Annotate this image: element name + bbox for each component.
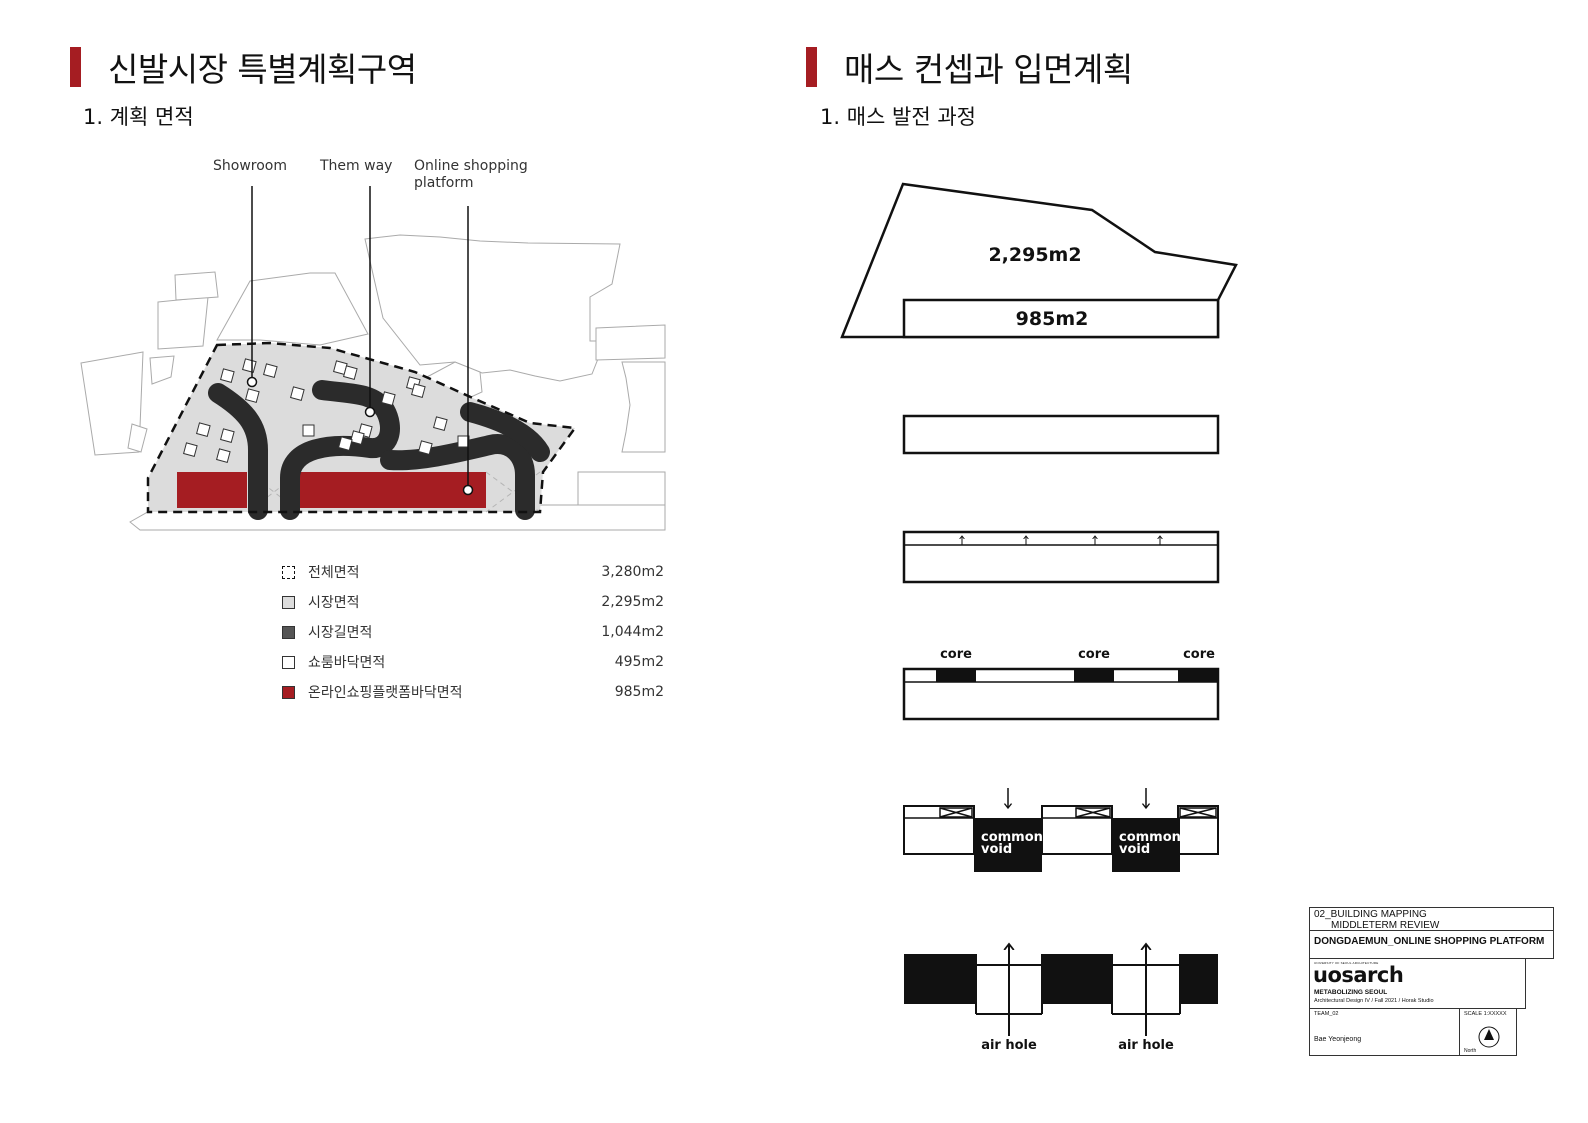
mass-step-3 bbox=[902, 530, 1220, 584]
mass-block bbox=[902, 298, 1220, 339]
core-block bbox=[936, 669, 976, 682]
tb-project: DONGDAEMUN_ONLINE SHOPPING PLATFORM bbox=[1314, 936, 1545, 947]
area-legend: 전체면적 3,280m2 시장면적 2,295m2 시장길면적 1,044m2 … bbox=[282, 557, 664, 707]
void-label: common bbox=[1119, 830, 1181, 845]
legend-name: 쇼룸바닥면적 bbox=[308, 655, 386, 671]
platform-masses bbox=[177, 472, 486, 508]
accent-bar bbox=[70, 47, 81, 87]
swatch-white-icon bbox=[282, 655, 295, 669]
left-section-title: 신발시장 특별계획구역 bbox=[108, 50, 417, 89]
mass-step-1: 2,295m2 985m2 bbox=[840, 182, 1238, 339]
callout-leaders bbox=[251, 186, 469, 488]
right-section-subtitle: 1. 매스 발전 과정 bbox=[820, 105, 976, 129]
tb-line2: MIDDLETERM REVIEW bbox=[1331, 920, 1440, 931]
tb-scale: SCALE 1:XXXXX bbox=[1464, 1011, 1507, 1017]
them-way-roads bbox=[208, 380, 550, 520]
swatch-light-gray-icon bbox=[282, 595, 295, 609]
tb-course: Architectural Design IV / Fall 2021 / Ho… bbox=[1314, 998, 1434, 1004]
legend-value: 985m2 bbox=[614, 684, 664, 700]
air-hole-arrows bbox=[1009, 944, 1146, 1036]
legend-value: 495m2 bbox=[614, 654, 664, 670]
mass-step-6: air hole air hole bbox=[904, 944, 1218, 1053]
void-label: void bbox=[1119, 842, 1150, 857]
legend-name: 전체면적 bbox=[308, 565, 360, 581]
legend-value: 3,280m2 bbox=[601, 564, 664, 580]
core-block bbox=[1178, 669, 1218, 682]
tb-north: North bbox=[1464, 1048, 1477, 1054]
callout-points bbox=[246, 376, 474, 496]
callout-online-line2: platform bbox=[414, 175, 474, 191]
core-label: core bbox=[1078, 647, 1110, 662]
core-block bbox=[1074, 669, 1114, 682]
left-section-subtitle: 1. 계획 면적 bbox=[83, 105, 194, 129]
lift-arrows bbox=[962, 536, 1160, 545]
tb-author: Bae Yeonjeong bbox=[1314, 1036, 1362, 1043]
tb-scale-box bbox=[1460, 1009, 1517, 1056]
tb-studio-title: METABOLIZING SEOUL bbox=[1314, 989, 1388, 996]
down-arrows bbox=[1008, 788, 1146, 808]
void-label: common bbox=[981, 830, 1043, 845]
callout-showroom: Showroom bbox=[213, 158, 287, 174]
legend-value: 2,295m2 bbox=[601, 594, 664, 610]
mass-step-4: core core core bbox=[902, 647, 1220, 721]
tb-divider bbox=[1309, 930, 1554, 959]
legend-row-showroom: 쇼룸바닥면적 495m2 bbox=[282, 647, 664, 677]
core-label: core bbox=[940, 647, 972, 662]
legend-name: 온라인쇼핑플랫폼바닥면적 bbox=[308, 685, 463, 701]
mass-step-2 bbox=[902, 414, 1220, 455]
tb-team-box bbox=[1309, 1009, 1460, 1056]
uosarch-logo: uosarch bbox=[1313, 963, 1404, 987]
legend-name: 시장면적 bbox=[308, 595, 360, 611]
north-arrow-icon bbox=[1478, 1026, 1500, 1048]
air-hole-label: air hole bbox=[981, 1038, 1037, 1053]
site-area-label: 2,295m2 bbox=[988, 244, 1081, 266]
right-section-header: 매스 컨셉과 입면계획 bbox=[806, 43, 1133, 91]
tb-team: TEAM_02 bbox=[1314, 1011, 1339, 1017]
swatch-dark-gray-icon bbox=[282, 625, 295, 639]
core-label: core bbox=[1183, 647, 1215, 662]
void-label: void bbox=[981, 842, 1012, 857]
swatch-dashed-icon bbox=[282, 565, 295, 579]
legend-name: 시장길면적 bbox=[308, 625, 373, 641]
tb-logo-box bbox=[1309, 959, 1526, 1009]
callout-online-platform: Online shopping platform bbox=[414, 158, 528, 192]
mass-step-5: common void common void bbox=[903, 788, 1219, 872]
accent-bar bbox=[806, 47, 817, 87]
common-void-block bbox=[974, 818, 1042, 872]
mass-area-label: 985m2 bbox=[1016, 308, 1089, 330]
common-void-block bbox=[1112, 818, 1180, 872]
callout-online-line1: Online shopping bbox=[414, 158, 528, 174]
legend-row-market-road: 시장길면적 1,044m2 bbox=[282, 617, 664, 647]
air-hole-label: air hole bbox=[1118, 1038, 1174, 1053]
left-section-header: 신발시장 특별계획구역 bbox=[70, 43, 417, 91]
swatch-red-icon bbox=[282, 685, 295, 699]
callout-them-way: Them way bbox=[320, 158, 393, 174]
legend-row-total: 전체면적 3,280m2 bbox=[282, 557, 664, 587]
tb-line1: 02_BUILDING MAPPING bbox=[1314, 909, 1427, 920]
legend-row-platform: 온라인쇼핑플랫폼바닥면적 985m2 bbox=[282, 677, 664, 707]
legend-row-market: 시장면적 2,295m2 bbox=[282, 587, 664, 617]
right-section-title: 매스 컨셉과 입면계획 bbox=[844, 50, 1133, 89]
tb-logo-small: UNIVERSITY OF SEOUL ARCHITECTURE bbox=[1314, 961, 1379, 965]
total-area-boundary bbox=[146, 341, 578, 514]
legend-value: 1,044m2 bbox=[601, 624, 664, 640]
